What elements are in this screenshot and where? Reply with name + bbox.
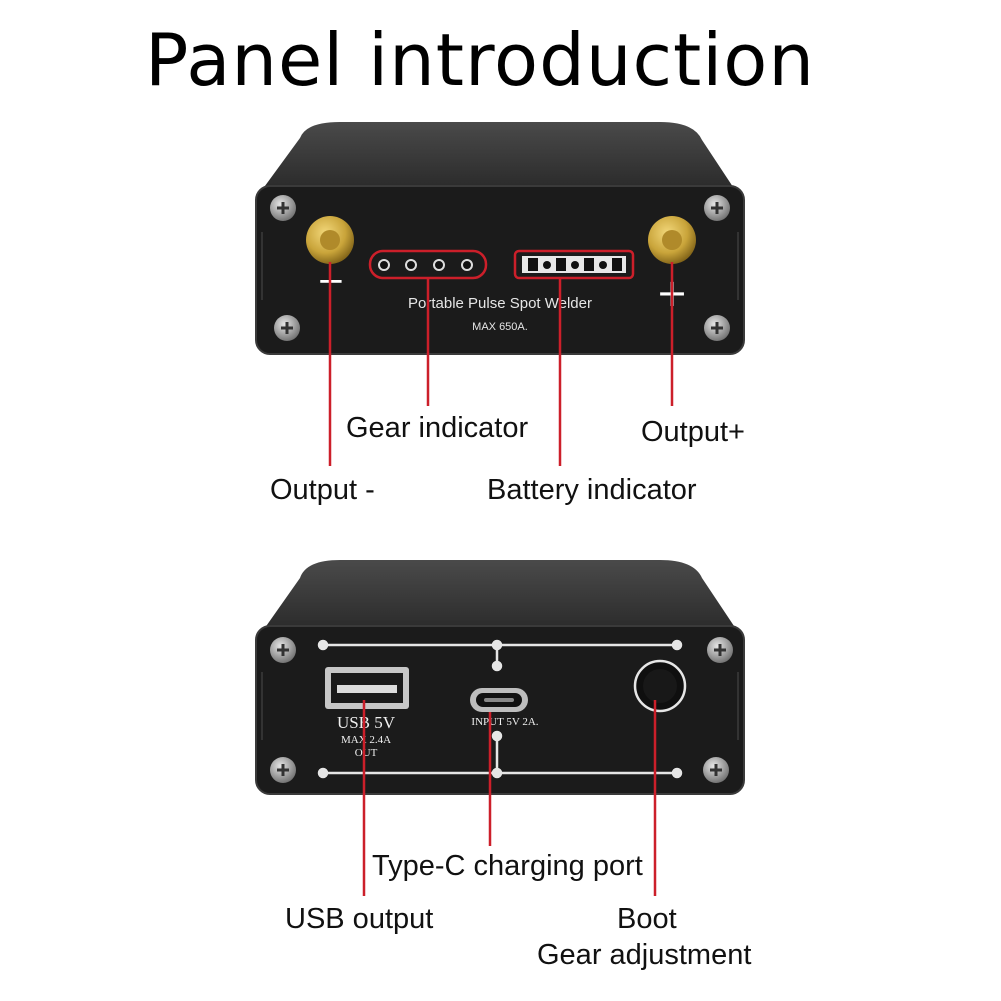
panel-rails (317, 639, 683, 779)
usb-label-text: USB 5V (337, 713, 396, 732)
screw-icon (707, 637, 733, 663)
output-plus-terminal (648, 216, 696, 264)
back-callout-lines (362, 700, 657, 896)
screw-icon (704, 195, 730, 221)
usb-max-text: MAX 2.4A (341, 734, 391, 746)
label-output-plus: Output+ (641, 416, 745, 448)
front-housing-top (262, 122, 735, 190)
screw-icon (270, 637, 296, 663)
usb-out-text: OUT (355, 747, 378, 759)
label-gear-indicator: Gear indicator (346, 412, 529, 444)
brand-text: Portable Pulse Spot Welder (408, 295, 592, 312)
usb-a-port (325, 667, 409, 709)
page-title: Panel introduction (145, 18, 815, 102)
front-callout-lines (328, 262, 674, 466)
screw-icon (270, 757, 296, 783)
boot-button (633, 659, 687, 713)
back-housing-top (262, 560, 738, 632)
max-current-text: MAX 650A. (472, 321, 528, 333)
label-boot: Boot (617, 903, 677, 935)
input-spec-text: INPUT 5V 2A. (471, 716, 538, 728)
label-output-minus: Output - (270, 474, 375, 506)
output-minus-terminal (306, 216, 354, 264)
battery-indicator (513, 249, 635, 280)
label-usb-output: USB output (285, 903, 434, 935)
front-face (256, 186, 744, 354)
label-battery-indicator: Battery indicator (487, 474, 697, 506)
screw-icon (703, 757, 729, 783)
screw-icon (704, 315, 730, 341)
screw-icon (270, 195, 296, 221)
back-panel: USB 5V MAX 2.4A OUT INPUT 5V 2A. (255, 560, 745, 896)
type-c-port (470, 688, 528, 712)
label-type-c-port: Type-C charging port (372, 850, 643, 882)
screw-icon (274, 315, 300, 341)
front-panel: Portable Pulse Spot Welder MAX 650A. − + (255, 122, 745, 466)
label-gear-adjustment: Gear adjustment (537, 939, 752, 971)
